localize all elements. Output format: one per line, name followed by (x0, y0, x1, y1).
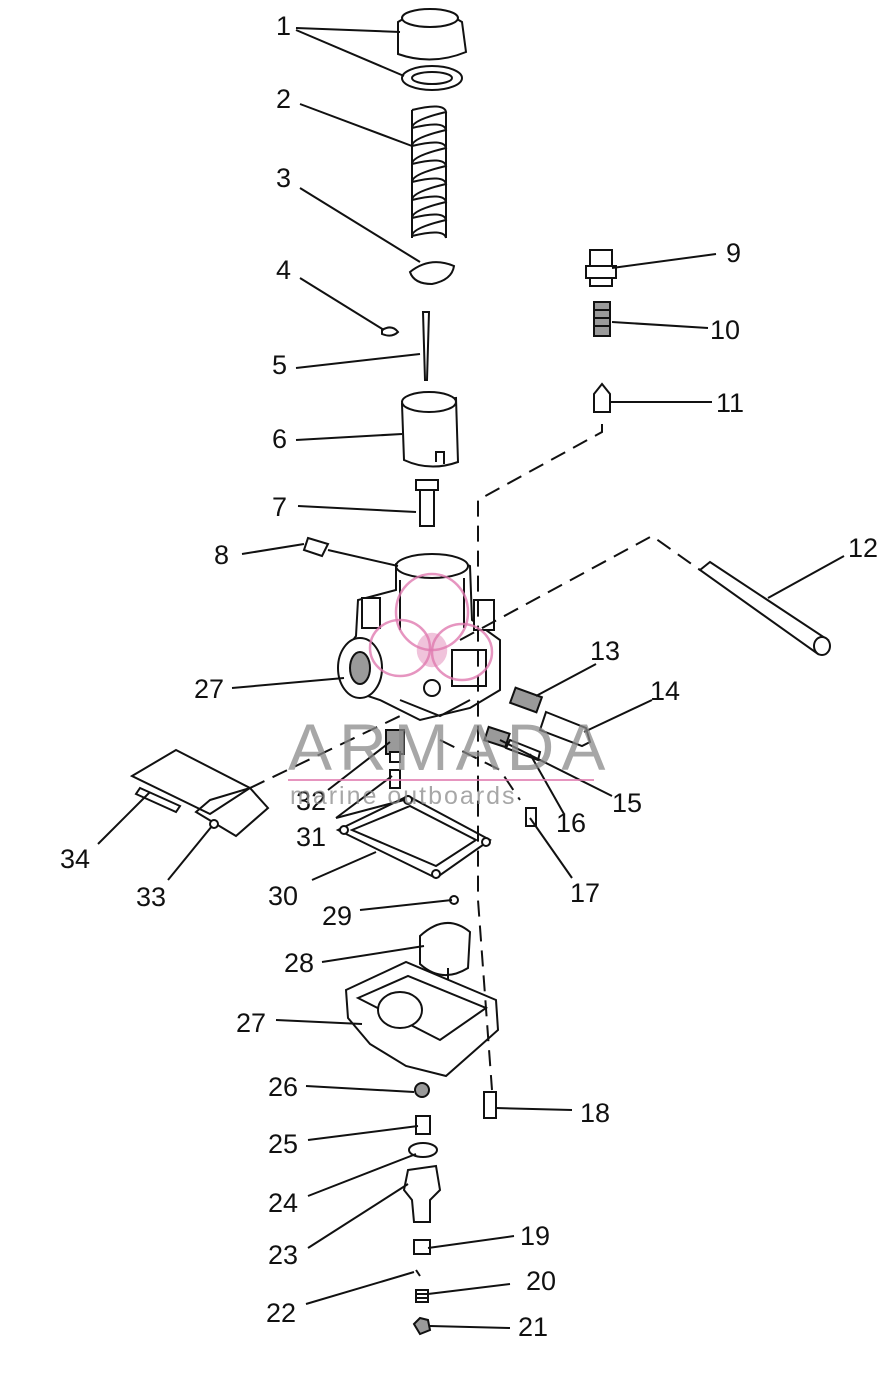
watermark: ARMADA marine outboards (288, 572, 612, 810)
part-spring (410, 105, 448, 239)
part-24-ring (408, 1142, 438, 1158)
watermark-brand: ARMADA (288, 710, 612, 784)
callout-19: 19 (520, 1221, 550, 1251)
part-clip (381, 326, 400, 337)
part-small-spring (593, 301, 611, 337)
part-fitting (585, 249, 617, 287)
callout-31: 31 (296, 822, 326, 852)
part-carburetor-body (337, 553, 501, 722)
callout-25: 25 (268, 1129, 298, 1159)
callout-7: 7 (272, 492, 287, 522)
assembly-line-left (249, 715, 401, 789)
callout-33: 33 (136, 882, 166, 912)
callout-18: 18 (580, 1098, 610, 1128)
part-14-screw (538, 710, 592, 748)
callout-10: 10 (710, 315, 740, 345)
part-18-screw (483, 1091, 497, 1119)
callout-14: 14 (650, 676, 680, 706)
part-23 (402, 1164, 442, 1223)
callout-24: 24 (268, 1188, 298, 1218)
leader-lines (97, 27, 845, 1329)
callout-32: 32 (296, 786, 326, 816)
part-needle-jet (415, 479, 439, 527)
callout-34: 34 (60, 844, 90, 874)
part-needle (421, 311, 431, 381)
callout-15: 15 (612, 788, 642, 818)
part-gasket (335, 794, 492, 880)
callout-29: 29 (322, 901, 352, 931)
callout-8: 8 (214, 540, 229, 570)
callout-4: 4 (276, 255, 291, 285)
callout-27-lower: 27 (236, 1008, 266, 1038)
part-throttle-valve (400, 391, 460, 468)
callout-11: 11 (716, 388, 744, 418)
parts-drawing (129, 8, 831, 1336)
part-17-jet (525, 807, 537, 827)
callout-30: 30 (268, 881, 298, 911)
part-plate (408, 261, 456, 286)
callout-26: 26 (268, 1072, 298, 1102)
part-21 (412, 1316, 432, 1336)
assembly-line-right (477, 424, 603, 1091)
callout-23: 23 (268, 1240, 298, 1270)
callout-2: 2 (276, 84, 291, 114)
part-32-jet (385, 729, 405, 763)
part-22 (415, 1269, 421, 1277)
callout-13: 13 (590, 636, 620, 666)
callout-1: 1 (276, 11, 291, 41)
watermark-tagline: marine outboards (290, 782, 517, 810)
callout-6: 6 (272, 424, 287, 454)
callout-5: 5 (272, 350, 287, 380)
part-float-bowl (344, 960, 500, 1078)
callout-28: 28 (284, 948, 314, 978)
assembly-line-pipe (459, 534, 701, 641)
callout-17: 17 (570, 878, 600, 908)
callout-9: 9 (726, 238, 741, 268)
callout-20: 20 (526, 1266, 556, 1296)
callout-12: 12 (848, 533, 878, 563)
part-19 (413, 1239, 431, 1255)
callout-22: 22 (266, 1298, 296, 1328)
callout-21: 21 (518, 1312, 548, 1342)
watermark-logo-rings (368, 572, 494, 682)
part-13-spring (508, 686, 544, 714)
part-float-needle (593, 382, 611, 413)
part-20-spring (415, 1289, 429, 1303)
part-25 (415, 1115, 431, 1135)
callout-27-upper: 27 (194, 674, 224, 704)
part-33-34-plates (129, 748, 270, 838)
callout-3: 3 (276, 163, 291, 193)
part-pipe (698, 560, 831, 656)
part-cap-pin (302, 536, 330, 558)
part-26 (414, 1082, 430, 1098)
part-cap (397, 8, 468, 91)
callout-16: 16 (556, 808, 586, 838)
callout-labels: 1 2 3 4 5 6 7 8 9 10 11 12 13 14 15 16 1… (60, 11, 878, 1342)
